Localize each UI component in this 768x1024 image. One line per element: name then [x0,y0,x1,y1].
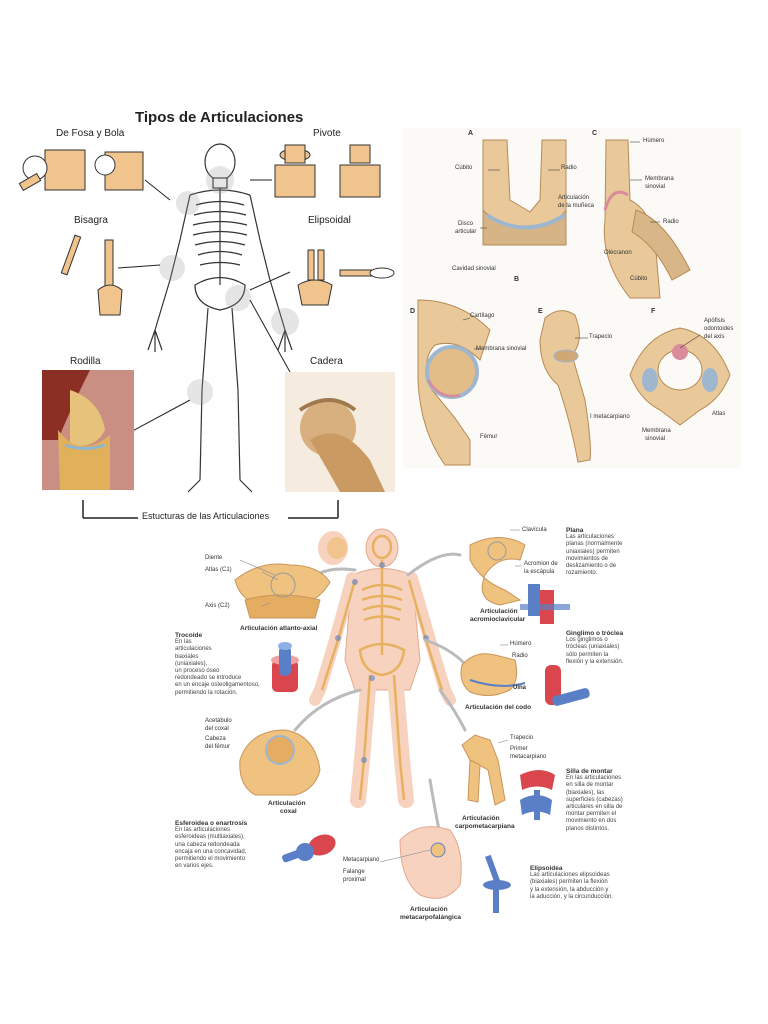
plana-description: Plana Las articulaciones planas (normalm… [566,527,656,577]
silla-line: En las articulaciones [566,775,621,781]
coxal-cabeza-1: Cabeza [205,736,226,742]
silla-line: articulares en silla de [566,804,622,810]
silla-line: montar permiten el [566,811,616,817]
metacarpo-falange-2: proximal [343,877,366,883]
codo-ulna: Ulna [513,685,526,691]
ginglimo-line: trócleas (uniaxiales) [566,644,619,650]
carpo-primer-1: Primer [510,746,528,752]
hinge-joint-model [545,665,591,707]
esferoidea-line: permitiendo el movimiento [175,856,245,862]
elipsoidea-line: Las articulaciones elipsoideas [530,872,610,878]
coxal-cabeza-2: del fémur [205,744,230,750]
atlanto-axial-art [235,564,330,618]
atlanto-caption: Articulación atlanto-axial [240,625,317,632]
esferoidea-line: encaja en una concavidad, [175,849,246,855]
esferoidea-line: en varios ejes. [175,863,214,869]
trocoide-line: biaxiales [175,654,198,660]
trocoide-line: un proceso óseo [175,668,219,674]
trocoide-line: (uniaxiales), [175,661,207,667]
plana-line: Las articulaciones [566,534,614,540]
hand-art [400,827,461,899]
metacarpo-metacarpiano: Metacarpiano [343,857,379,863]
silla-line: planos distintos. [566,826,609,832]
ginglimo-heading: Ginglimo o tróclea [566,630,656,637]
esferoidea-line: una cabeza redondeada [175,842,240,848]
codo-radio: Radio [512,653,528,659]
ginglimo-line: Los ginglimos o [566,637,608,643]
carpo-trapecio: Trapecio [510,735,533,741]
esferoidea-line: En las articulaciones [175,827,230,833]
codo-humero: Húmero [510,641,531,647]
trocoide-line: articulaciones [175,646,212,652]
metacarpo-falange-1: Falange [343,869,365,875]
plana-line: movimientos de [566,556,608,562]
elipsoidea-line: la aducción, y la circunducción. [530,894,613,900]
carpo-art [462,735,505,805]
coxal-caption-1: Articulación [268,800,306,807]
silla-description: Silla de montar En las articulaciones en… [566,768,656,833]
silla-line: movimiento en dos [566,818,616,824]
atlanto-atlas: Atlas (C1) [205,567,232,573]
esferoidea-heading: Esferoidea o enartrosis [175,820,285,827]
ginglimo-description: Ginglimo o tróclea Los ginglimos o trócl… [566,630,656,666]
acromio-caption-2: acromioclavicular [470,616,525,623]
atlanto-axis: Axis (C2) [205,603,230,609]
acromio-art [470,538,525,606]
trocoide-description: Trocoide En las articulaciones biaxiales… [175,632,270,697]
trocoide-line: en un encaje osteoligamentoso, [175,682,260,688]
coxal-acetabulo-2: del coxal [205,726,229,732]
acromio-caption-1: Articulación [480,608,518,615]
silla-heading: Silla de montar [566,768,656,775]
ginglimo-line: sólo permiten la [566,652,608,658]
plana-line: uniaxiales) permiten [566,549,620,555]
head-inset [318,531,348,565]
plana-line: rozamiento. [566,570,597,576]
saddle-joint-model [520,770,555,820]
trocoide-line: En las [175,639,192,645]
acromio-acromion-2: la escápula [524,569,554,575]
silla-line: superficies (cabezas) [566,797,623,803]
atlanto-diente: Diente [205,555,222,561]
plana-heading: Plana [566,527,656,534]
esferoidea-description: Esferoidea o enartrosis En las articulac… [175,820,285,870]
metacarpo-caption-1: Articulación [410,906,448,913]
ellipsoid-joint-model [483,855,511,913]
elipsoidea-line: y la extensión, la abducción y [530,887,608,893]
plane-joint-model [520,584,570,624]
coxal-caption-2: coxal [280,808,297,815]
silla-line: en silla de montar [566,782,613,788]
trocoide-heading: Trocoide [175,632,270,639]
silla-line: (biaxiales), las [566,790,604,796]
esferoidea-line: esferoideas (multiaxiales), [175,834,245,840]
carpo-caption-1: Articulación [462,815,500,822]
trocoide-line: redondeado se introduce [175,675,241,681]
carpo-caption-2: carpometacarpiana [455,823,515,830]
elipsoidea-line: (biaxiales) permiten la flexión [530,879,608,885]
carpo-primer-2: metacarpiano [510,754,546,760]
metacarpo-caption-2: metacarpofalángica [400,914,461,921]
elipsoidea-description: Elipsoidea Las articulaciones elipsoidea… [530,865,645,901]
ginglimo-line: flexión y la extensión. [566,659,623,665]
ball-socket-joint-model [281,831,338,863]
elipsoidea-heading: Elipsoidea [530,865,645,872]
coxal-art [240,730,320,795]
acromio-acromion-1: Acromion de [524,561,558,567]
coxal-acetabulo-1: Acetábulo [205,718,232,724]
plana-line: deslizamiento o de [566,563,616,569]
codo-caption: Articulación del codo [465,704,531,711]
plana-line: planas (normalmente [566,541,622,547]
trocoide-line: permitiendo la rotación. [175,690,237,696]
pivot-joint-model [271,642,299,692]
acromio-clavicula: Clavícula [522,527,547,533]
